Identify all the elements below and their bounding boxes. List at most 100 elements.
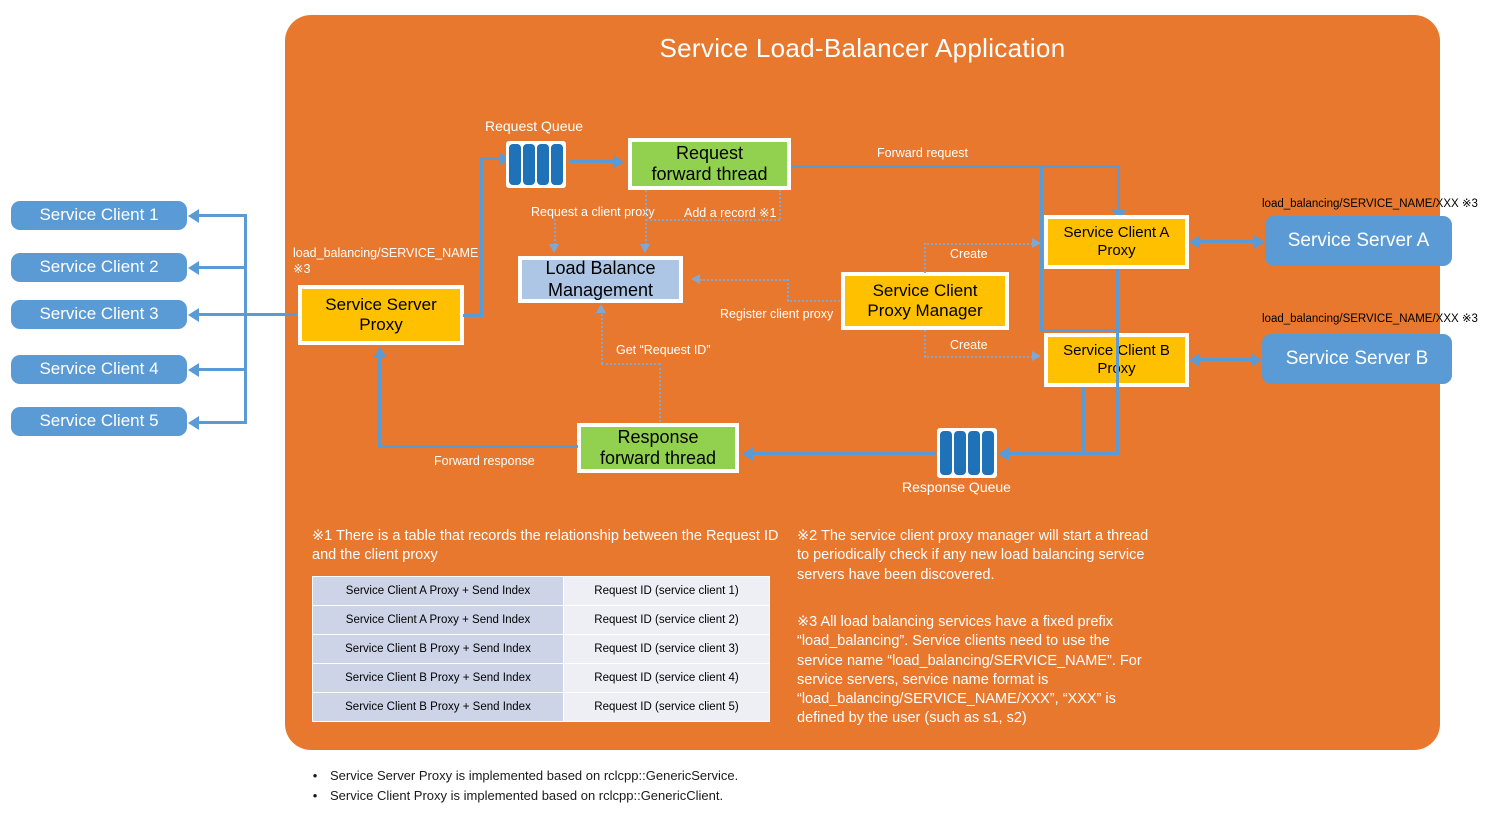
create-b-dot-v: [924, 330, 926, 357]
service-server-b[interactable]: Service Server B: [1262, 334, 1452, 384]
service-client-a-proxy[interactable]: Service Client A Proxy: [1044, 215, 1189, 269]
response-forward-thread-line1: Response: [617, 426, 699, 447]
client-arrow-2: [188, 261, 199, 275]
forward-request-label: Forward request: [877, 146, 969, 160]
footnote-list: • Service Server Proxy is implemented ba…: [300, 766, 739, 806]
client-bus-stub-1: [199, 214, 247, 217]
proxy-b-server-b-arrow-right: [1251, 353, 1262, 367]
register-client-proxy-label: Register client proxy: [720, 307, 834, 321]
create-b-label: Create: [950, 338, 988, 352]
service-client-2[interactable]: Service Client 2: [11, 253, 187, 282]
service-client-2-label: Service Client 2: [39, 257, 159, 277]
forward-response-vline: [378, 358, 381, 447]
create-b-dot-h: [924, 356, 1033, 358]
request-queue-in-arrow: [499, 152, 510, 166]
record-table: Service Client A Proxy + Send Index Requ…: [312, 576, 770, 722]
response-queue-bar: [982, 431, 994, 475]
service-client-a-proxy-line1: Service Client A: [1063, 224, 1170, 242]
service-client-1[interactable]: Service Client 1: [11, 201, 187, 230]
record-table-body: Service Client A Proxy + Send Index Requ…: [312, 576, 770, 722]
note-2: ※2 The service client proxy manager will…: [797, 528, 1149, 583]
client-arrow-5: [188, 416, 199, 430]
add-a-record-dot: [779, 190, 781, 219]
table-cell-proxy: Service Client A Proxy + Send Index: [312, 605, 564, 635]
request-client-proxy-arrow-left: [549, 244, 559, 253]
service-client-4-label: Service Client 4: [39, 359, 159, 379]
forward-response-hline: [378, 445, 578, 448]
note-1: ※1 There is a table that records the rel…: [312, 528, 779, 564]
server-proxy-to-request-queue-hline-bottom: [463, 314, 483, 317]
forward-request-branch-trunk: [1040, 165, 1043, 331]
response-queue-bar: [940, 431, 952, 475]
bullet-text: Service Client Proxy is implemented base…: [330, 787, 724, 803]
service-client-3[interactable]: Service Client 3: [11, 300, 187, 329]
request-queue-bar: [537, 144, 549, 185]
service-server-b-label: Service Server B: [1285, 347, 1429, 369]
table-cell-request-id: Request ID (service client 2): [563, 605, 770, 635]
service-server-proxy[interactable]: Service Server Proxy: [298, 285, 464, 345]
add-a-record-dot-h: [646, 219, 780, 221]
load-balance-management-line1: Load Balance: [545, 258, 656, 279]
proxy-a-server-a-arrow-left: [1189, 235, 1200, 249]
service-client-3-label: Service Client 3: [39, 304, 159, 324]
bullet-dot: •: [312, 768, 318, 783]
service-server-a[interactable]: Service Server A: [1265, 216, 1452, 266]
bullet-dot: •: [312, 787, 318, 803]
response-forward-thread[interactable]: Response forward thread: [577, 423, 739, 473]
proxy-a-to-response-vline: [1116, 269, 1119, 455]
service-server-b-topic: load_balancing/SERVICE_NAME/XXX ※3: [1262, 313, 1478, 325]
get-request-id-arrow: [596, 304, 606, 313]
create-a-arrow: [1032, 238, 1041, 248]
request-queue-label: Request Queue: [485, 118, 584, 134]
response-queue-bar: [968, 431, 980, 475]
page-title: Service Load-Balancer Application: [659, 33, 1066, 63]
service-client-proxy-manager[interactable]: Service Client Proxy Manager: [841, 272, 1009, 330]
request-queue-to-forward-thread-arrow: [613, 155, 624, 169]
response-queue-feed-line: [1008, 452, 1120, 455]
request-client-proxy-dot-down: [645, 190, 647, 245]
get-request-id-dot-up: [601, 314, 603, 364]
table-cell-proxy: Service Client B Proxy + Send Index: [312, 663, 564, 693]
register-client-proxy-dot-h-bot: [787, 300, 844, 302]
service-client-5[interactable]: Service Client 5: [11, 407, 187, 436]
service-server-proxy-line2: Proxy: [359, 315, 403, 334]
create-a-dot-h: [924, 243, 1033, 245]
service-server-proxy-topic-line2: ※3: [293, 261, 311, 276]
add-a-record-label: Add a record ※1: [684, 206, 777, 220]
table-row: Service Client B Proxy + Send Index Requ…: [312, 692, 770, 722]
client-arrow-4: [188, 363, 199, 377]
response-queue-bar: [954, 431, 966, 475]
service-client-a-proxy-line2: Proxy: [1097, 242, 1136, 259]
table-cell-proxy: Service Client A Proxy + Send Index: [312, 576, 564, 606]
proxy-b-to-response-vline: [1082, 387, 1085, 455]
forward-request-line: [791, 165, 1120, 168]
list-item: • Service Server Proxy is implemented ba…: [300, 766, 739, 786]
get-request-id-dot-down: [659, 363, 661, 422]
register-client-proxy-dot-h-top: [700, 279, 788, 281]
client-bus-stub-4: [199, 368, 247, 371]
service-client-4[interactable]: Service Client 4: [11, 355, 187, 384]
response-forward-thread-line2: forward thread: [599, 448, 717, 468]
create-a-dot-v: [924, 243, 926, 273]
request-forward-thread-line2: forward thread: [651, 164, 768, 184]
table-row: Service Client B Proxy + Send Index Requ…: [312, 663, 770, 693]
table-cell-proxy: Service Client B Proxy + Send Index: [312, 692, 564, 722]
response-queue-in-arrow: [998, 447, 1009, 461]
load-balance-management[interactable]: Load Balance Management: [518, 256, 683, 303]
response-queue-label: Response Queue: [902, 479, 1011, 495]
table-cell-proxy: Service Client B Proxy + Send Index: [312, 634, 564, 664]
request-client-proxy-arrow: [640, 244, 650, 253]
request-forward-thread-line1: Request: [675, 142, 744, 163]
server-proxy-to-request-queue-vline: [480, 157, 483, 317]
create-a-label: Create: [950, 247, 988, 261]
request-forward-thread[interactable]: Request forward thread: [628, 138, 791, 190]
service-server-proxy-topic: load_balancing/SERVICE_NAME ※3: [293, 246, 493, 277]
list-item: • Service Client Proxy is implemented ba…: [300, 786, 738, 806]
table-cell-request-id: Request ID (service client 1): [563, 576, 770, 606]
service-server-proxy-line1: Service Server: [325, 294, 437, 314]
client-arrow-1: [188, 209, 199, 223]
table-row: Service Client A Proxy + Send Index Requ…: [312, 576, 770, 606]
table-cell-request-id: Request ID (service client 5): [563, 692, 770, 722]
client-bus-trunk: [244, 214, 247, 422]
